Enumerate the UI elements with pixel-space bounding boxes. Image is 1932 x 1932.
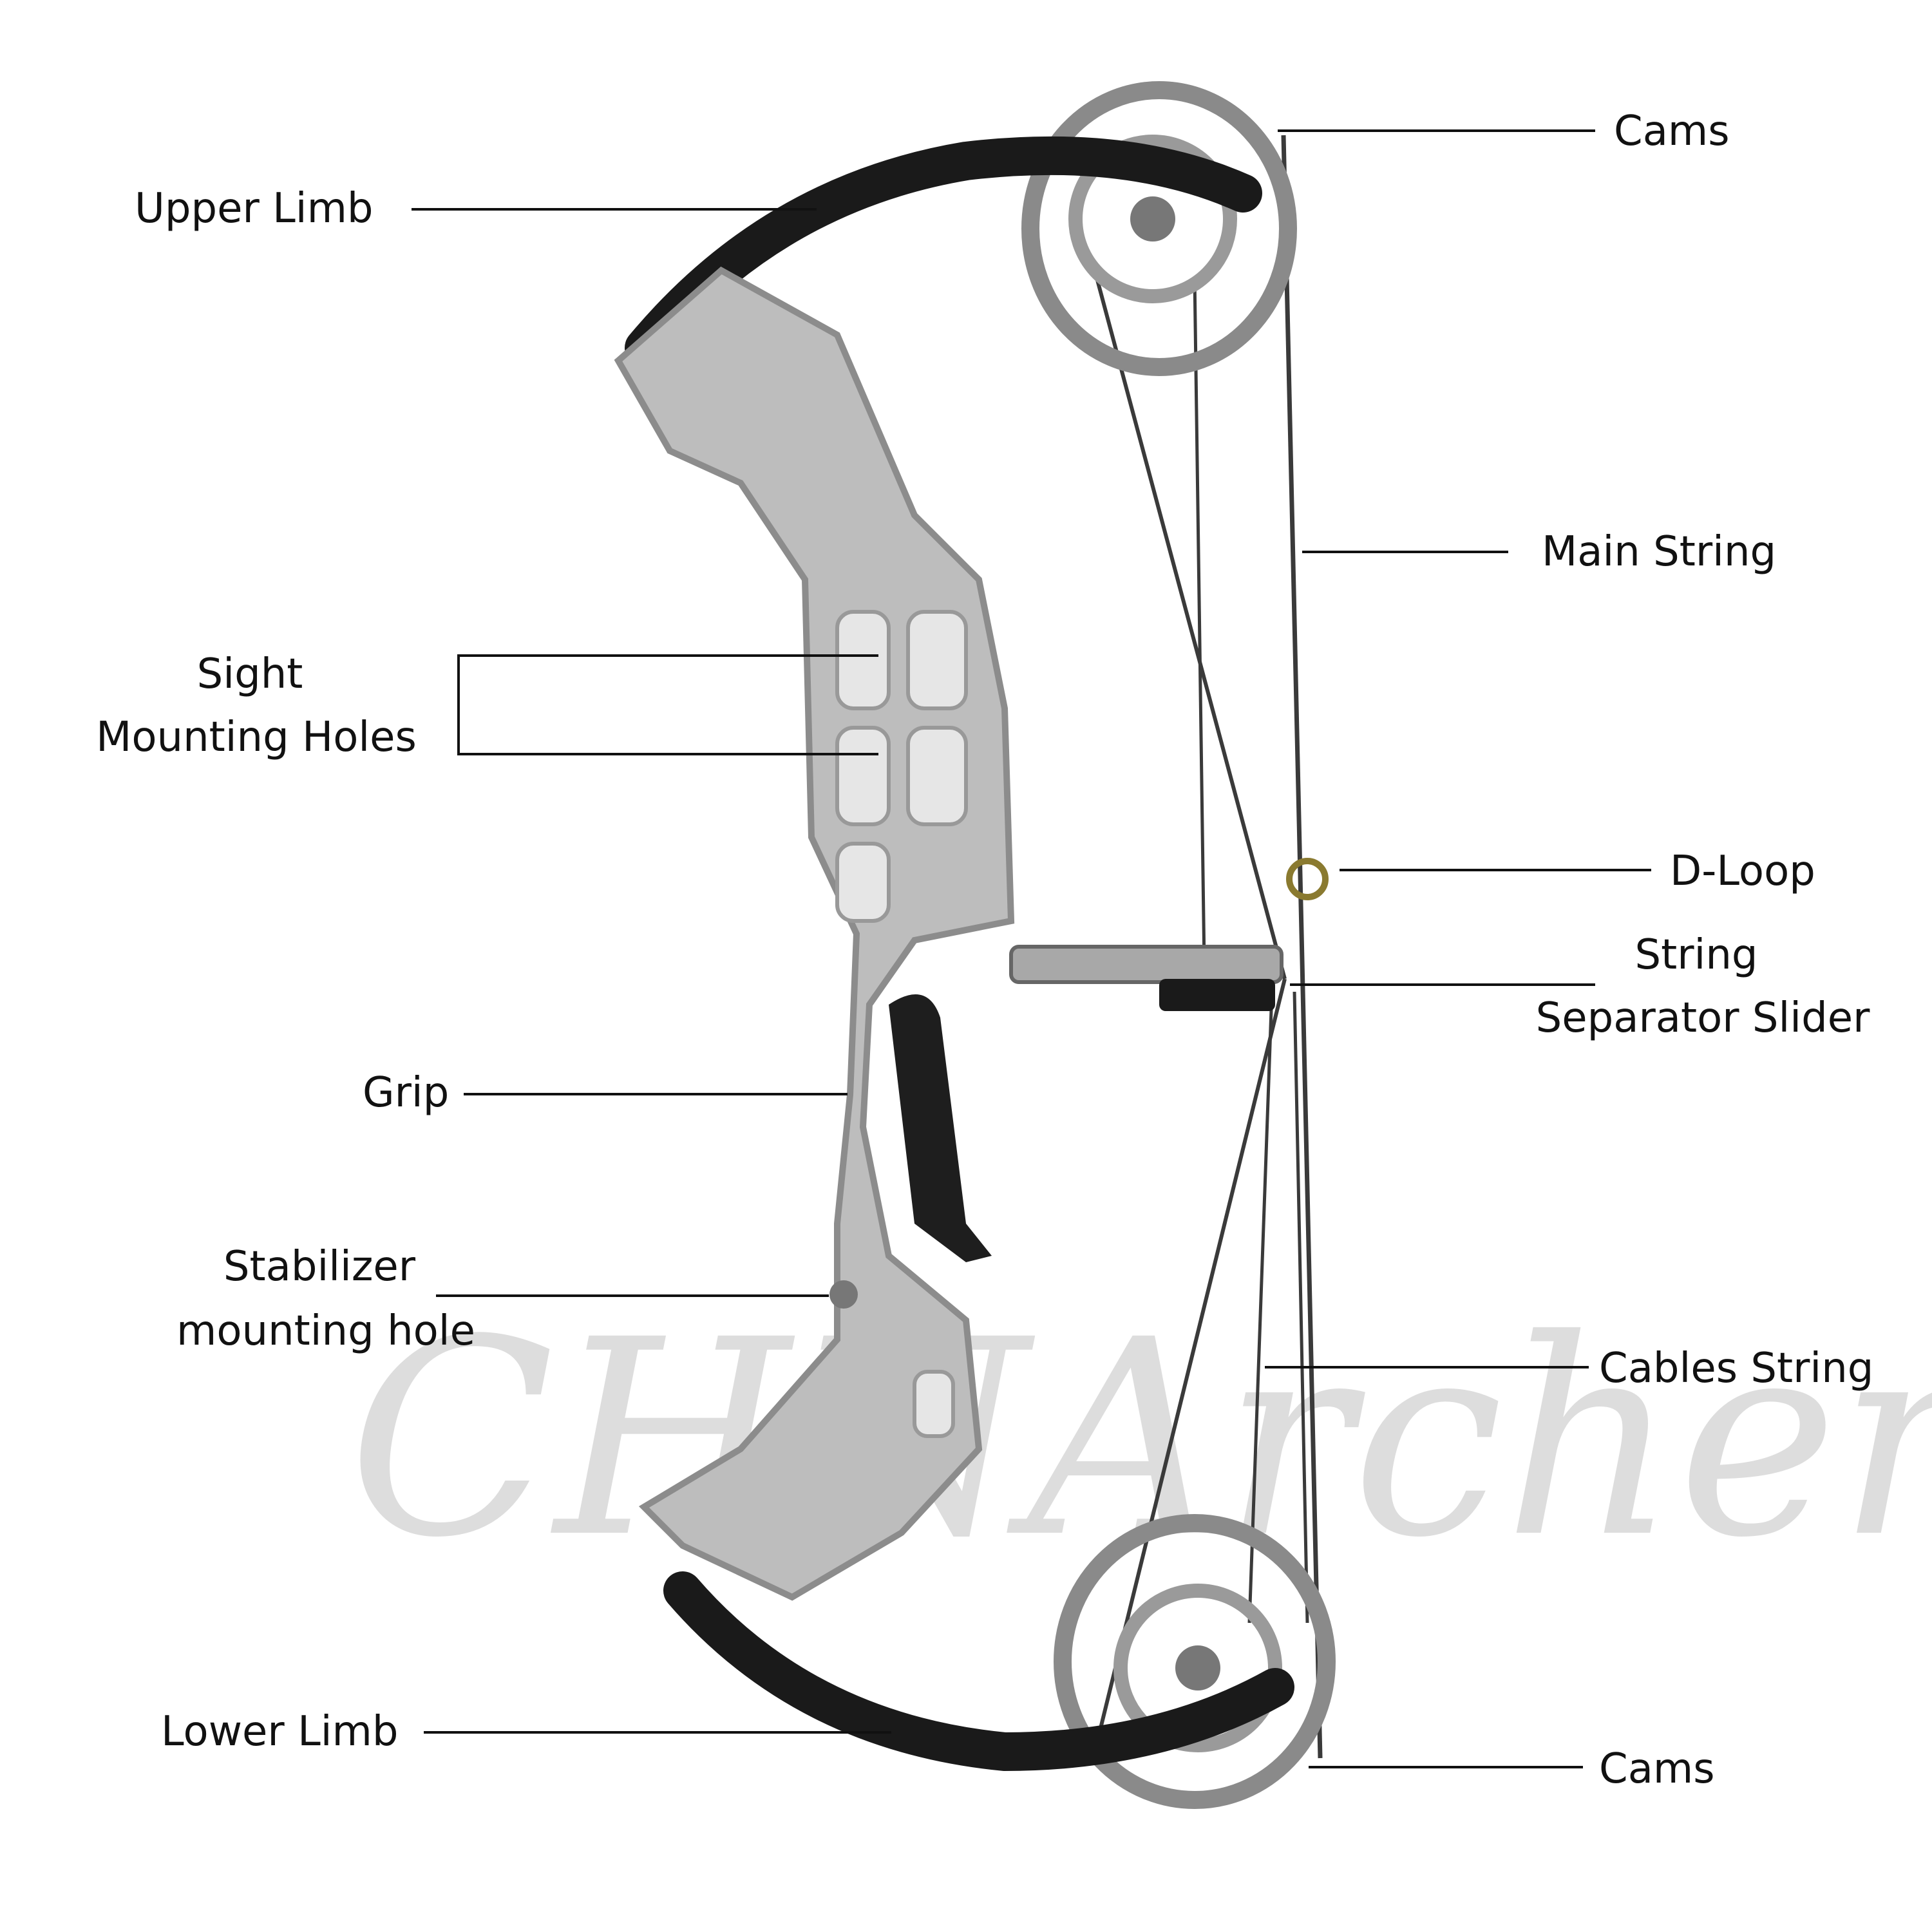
label-cams-top: Cams [1614,108,1730,155]
cable-5 [1293,991,1309,1624]
riser-cutouts [835,610,968,1438]
strings [1093,135,1323,1759]
label-separator-line2: Separator Slider [1536,994,1870,1042]
cable-1 [1093,270,1287,980]
label-cables-string: Cables String [1599,1345,1873,1392]
string-separator-slider [1009,945,1283,984]
label-main-string: Main String [1542,528,1776,576]
leader-lines [412,129,1651,1768]
slider-bracket [1159,979,1275,1011]
main-string [1281,135,1323,1759]
cable-4 [1247,991,1274,1624]
bottom-cam [1054,1514,1336,1809]
label-lower-limb: Lower Limb [161,1708,398,1756]
upper-limb [625,136,1262,367]
label-grip: Grip [363,1069,449,1117]
top-cam [1021,81,1297,376]
label-sight-line2: Mounting Holes [96,714,417,761]
label-sight-line1: Sight [197,650,303,698]
cable-3 [1193,276,1206,967]
label-stabilizer-line2: mounting hole [176,1307,475,1355]
label-separator-line1: String [1635,931,1758,979]
label-upper-limb: Upper Limb [135,185,374,232]
stabilizer-hole [829,1280,858,1309]
label-cams-bottom: Cams [1599,1745,1715,1793]
riser [614,266,1015,1601]
label-d-loop: D-Loop [1670,848,1815,895]
cable-2 [1093,978,1287,1752]
lower-limb [663,1571,1294,1772]
grip-panel [889,994,992,1262]
label-stabilizer-line1: Stabilizer [223,1243,416,1291]
watermark: CHNArchery [348,1282,1932,1597]
d-loop [1286,858,1329,900]
